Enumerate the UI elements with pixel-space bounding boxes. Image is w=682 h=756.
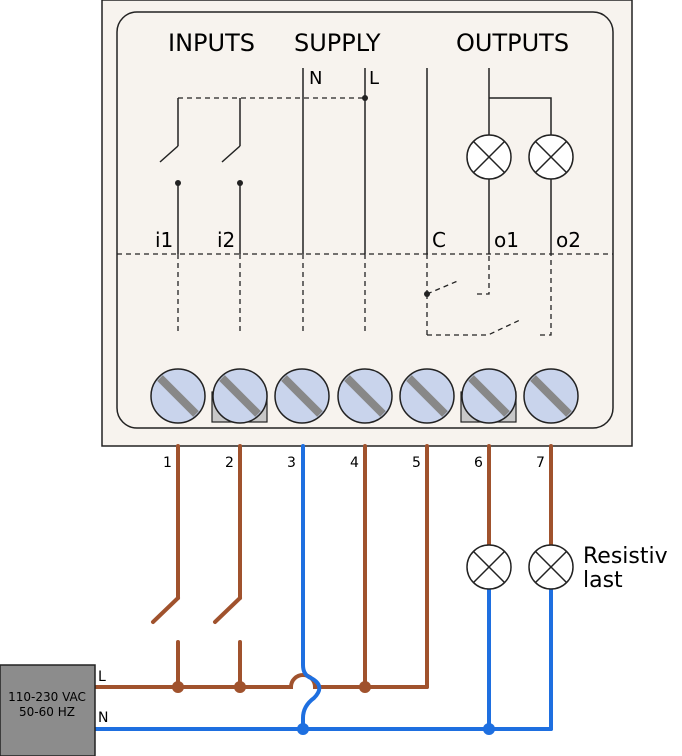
module-lamp-2 (528, 134, 574, 180)
terminal-screw-6 (461, 368, 517, 424)
power-source-n-label: N (98, 710, 108, 726)
terminal-number-7: 7 (536, 455, 545, 471)
load-lamp-2 (528, 544, 574, 590)
terminal-number-1: 1 (163, 455, 172, 471)
supply-label-n: N (309, 68, 322, 89)
internal-dashed-lines (117, 97, 613, 336)
channel-label-o1: o1 (494, 228, 519, 252)
channel-label-i1: i1 (155, 228, 173, 252)
terminal-screw-1 (150, 368, 206, 424)
load-lamp-1 (466, 544, 512, 590)
output-common-dot (424, 291, 430, 297)
terminal-screw-2 (212, 368, 268, 424)
power-source-box (0, 664, 96, 756)
load-label-line2: last (583, 568, 623, 593)
neutral-wiring (93, 444, 553, 731)
channel-label-c: C (432, 228, 446, 252)
terminal-number-6: 6 (474, 455, 483, 471)
live-junction-2 (234, 681, 246, 693)
live-junction-4 (359, 681, 371, 693)
input-1-contact-dot (175, 180, 181, 186)
terminal-screw-4 (337, 368, 393, 424)
live-junction-1 (172, 681, 184, 693)
supply-l-junction-dot (362, 95, 368, 101)
header-inputs: INPUTS (168, 29, 255, 57)
power-source-frequency: 50-60 HZ (19, 705, 75, 719)
terminal-number-5: 5 (412, 455, 421, 471)
terminal-screw-3 (274, 368, 330, 424)
neutral-junction-3 (297, 723, 309, 735)
header-supply: SUPPLY (294, 29, 381, 57)
channel-label-i2: i2 (217, 228, 235, 252)
input-2-contact-dot (237, 180, 243, 186)
internal-wires (159, 68, 552, 254)
terminal-screw-5 (399, 368, 455, 424)
terminal-screw-7 (523, 368, 579, 424)
terminal-number-3: 3 (287, 455, 296, 471)
load-label-line1: Resistiv (583, 544, 668, 569)
neutral-junction-6 (483, 723, 495, 735)
live-wiring (93, 444, 553, 689)
supply-label-l: L (369, 68, 379, 89)
terminal-number-4: 4 (350, 455, 359, 471)
module-lamp-1 (466, 134, 512, 180)
channel-label-o2: o2 (556, 228, 581, 252)
terminal-number-2: 2 (225, 455, 234, 471)
power-source-voltage: 110-230 VAC (8, 690, 86, 704)
power-source-l-label: L (98, 669, 106, 685)
header-outputs: OUTPUTS (456, 29, 569, 57)
